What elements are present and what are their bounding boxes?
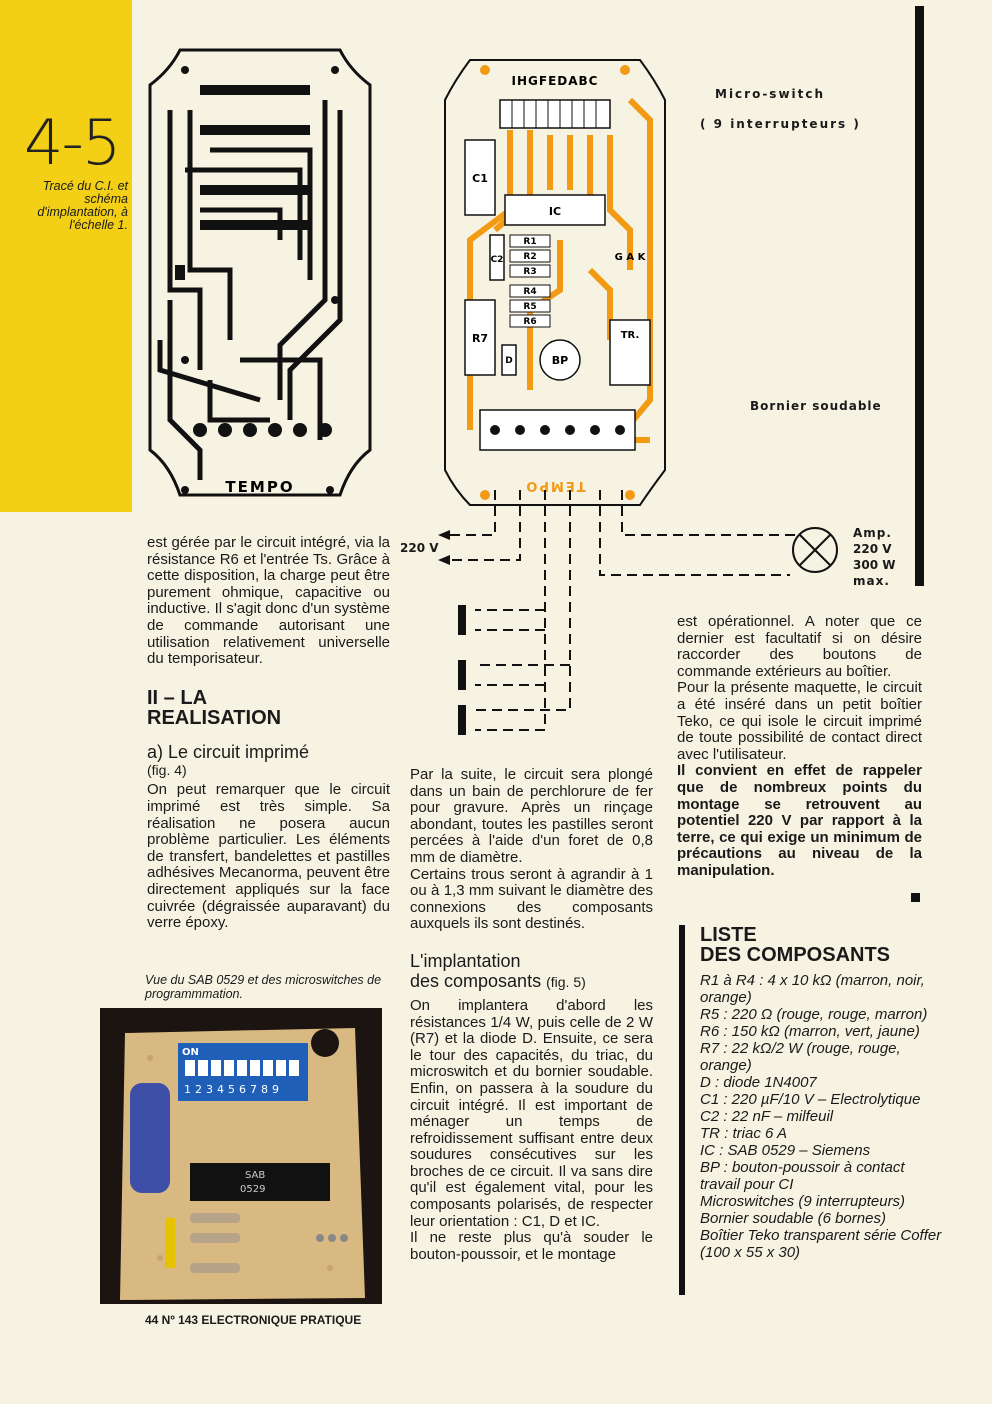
intro-paragraph: est gérée par le circuit intégré, via la…	[147, 534, 390, 668]
list-item: R1 à R4 : 4 x 10 kΩ (marron, noir, orang…	[700, 972, 925, 1006]
col3-paragraph-3: Il convient en effet de rappeler que de …	[677, 762, 922, 879]
label-220v: 220 V	[400, 541, 439, 555]
list-item: TR : triac 6 A	[700, 1125, 787, 1142]
col2-paragraph-3: On implantera d'abord les résistances 1/…	[410, 996, 653, 1230]
subsection-b-ref: (fig. 5)	[546, 973, 586, 990]
page-footer: 44 Nº 143 ELECTRONIQUE PRATIQUE	[145, 1313, 362, 1327]
label-d: D	[505, 356, 512, 366]
pcb-label: TEMPO	[225, 478, 294, 496]
circuit-photo: ON 123456789 SAB 0529	[100, 1008, 382, 1304]
label-amp-2: 220 V	[853, 542, 892, 556]
col2-paragraph-2: Certains trous seront à agrandir à 1 ou …	[410, 865, 653, 933]
label-r7: R7	[472, 332, 488, 345]
subsection-b-title-1: L'implantation	[410, 950, 521, 971]
label-c1: C1	[472, 172, 488, 185]
list-title-line-2: DES COMPOSANTS	[700, 944, 891, 966]
list-item: Boîtier Teko transparent série Coffer (1…	[700, 1227, 942, 1261]
label-r1: R1	[523, 237, 536, 247]
subsection-a-title: a) Le circuit imprimé	[147, 741, 310, 762]
subsection-b-title-2: des composants	[410, 970, 542, 991]
section-title-2: REALISATION	[147, 706, 282, 729]
figure-number: 4-5	[24, 106, 121, 179]
list-item: C1 : 220 µF/10 V – Electrolytique	[700, 1091, 921, 1108]
component-list: R1 à R4 : 4 x 10 kΩ (marron, noir, orang…	[700, 972, 948, 1261]
list-item: R5 : 220 Ω (rouge, rouge, marron)	[700, 1006, 928, 1023]
list-item: R7 : 22 kΩ/2 W (rouge, rouge, orange)	[700, 1040, 901, 1074]
label-r2: R2	[523, 252, 536, 262]
wiring-diagram	[438, 490, 838, 735]
list-title-line-1: LISTE	[700, 924, 757, 946]
implantation-figure: IHGFEDABC C1 IC C2 R1 R2 R3 R4 R5 R6 R7 …	[444, 59, 666, 506]
list-item: BP : bouton-poussoir à contact travail p…	[700, 1159, 905, 1193]
column-3: est opérationnel. A noter que ce dernier…	[677, 613, 922, 880]
figure-caption: Tracé du C.I. et schéma d'implantation, …	[37, 179, 128, 232]
label-r4: R4	[523, 287, 536, 297]
label-bornier: Bornier soudable	[750, 399, 882, 413]
photo-caption: Vue du SAB 0529 et des microswitches de …	[145, 973, 382, 1001]
label-ic: IC	[549, 205, 561, 218]
label-gak: G A K	[615, 252, 647, 263]
label-interrupteurs: ( 9 interrupteurs )	[700, 117, 861, 131]
photo-chip-2: 0529	[240, 1184, 265, 1195]
photo-switch-on: ON	[182, 1047, 199, 1058]
col2-paragraph-1: Par la suite, le circuit sera plongé dan…	[410, 766, 653, 866]
col3-paragraph-1: est opérationnel. A noter que ce dernier…	[677, 613, 922, 680]
list-rule	[679, 925, 685, 1295]
label-amp-4: max.	[853, 574, 890, 588]
vertical-rule	[915, 6, 924, 586]
section-title-1: II – LA	[147, 686, 208, 709]
column-1: est gérée par le circuit intégré, via la…	[147, 534, 390, 932]
implant-label: TEMPO	[524, 478, 585, 493]
list-item: Microswitches (9 interrupteurs)	[700, 1193, 906, 1210]
list-item: C2 : 22 nF – milfeuil	[700, 1108, 834, 1125]
col2-paragraph-4: Il ne reste plus qu'à souder le bouton-p…	[410, 1229, 653, 1263]
list-item: R6 : 150 kΩ (marron, vert, jaune)	[700, 1023, 920, 1040]
label-r5: R5	[523, 302, 536, 312]
list-item: D : diode 1N4007	[700, 1074, 817, 1091]
list-title: LISTE DES COMPOSANTS	[700, 925, 890, 965]
column-2: Par la suite, le circuit sera plongé dan…	[410, 766, 653, 1263]
label-r6: R6	[523, 317, 536, 327]
label-tr: TR.	[621, 330, 640, 341]
col3-paragraph-2: Pour la présente maquette, le circuit a …	[677, 679, 922, 763]
pcb-trace-figure: TEMPO	[148, 48, 372, 497]
photo-chip-1: SAB	[245, 1170, 265, 1181]
subsection-a-ref: (fig. 4)	[147, 761, 187, 778]
list-item: Bornier soudable (6 bornes)	[700, 1210, 886, 1227]
paragraph-a: On peut remarquer que le circuit imprimé…	[147, 781, 390, 932]
label-c2: C2	[491, 255, 504, 265]
photo-switch-numbers: 123456789	[184, 1083, 283, 1096]
label-micro-switch: Micro-switch	[715, 87, 826, 101]
switch-letters: IHGFEDABC	[512, 74, 599, 88]
figure-label-band	[0, 0, 132, 512]
label-amp-3: 300 W	[853, 558, 896, 572]
list-item: IC : SAB 0529 – Siemens	[700, 1142, 871, 1159]
article-end-mark	[911, 893, 920, 902]
label-amp-1: Amp.	[853, 526, 892, 540]
label-r3: R3	[523, 267, 536, 277]
label-bp: BP	[552, 354, 568, 367]
